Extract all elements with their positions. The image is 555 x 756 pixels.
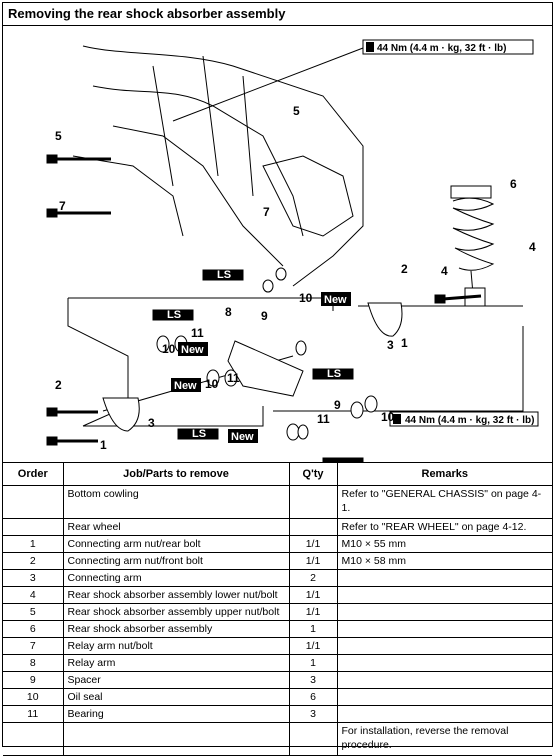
table-row: 5 Rear shock absorber assembly upper nut… xyxy=(3,603,552,621)
ls-symbol: LS xyxy=(217,269,231,281)
callout-10-right: 10 xyxy=(381,410,395,424)
callout-4-right: 4 xyxy=(529,240,536,254)
new-tag: New xyxy=(321,292,351,306)
callout-11-left: 11 xyxy=(191,326,204,340)
parts-table: Order Job/Parts to remove Q'ty Remarks B… xyxy=(3,463,552,756)
table-row: Rear wheel Refer to "REAR WHEEL" on page… xyxy=(3,518,552,536)
callout-4-left: 4 xyxy=(441,264,448,278)
new-tag: New xyxy=(228,429,258,443)
table-row: 2 Connecting arm nut/front bolt 1/1 M10 … xyxy=(3,552,552,570)
svg-text:New: New xyxy=(181,344,204,356)
new-tag: New xyxy=(171,378,201,392)
callout-8: 8 xyxy=(225,305,232,319)
header-qty: Q'ty xyxy=(288,463,338,486)
svg-text:New: New xyxy=(324,294,347,306)
table-row: For installation, reverse the removal pr… xyxy=(3,722,552,756)
callout-9-lower: 9 xyxy=(334,398,341,412)
table-row: 1 Connecting arm nut/rear bolt 1/1 M10 ×… xyxy=(3,535,552,553)
exploded-view-drawing: LS LS LS LS 44 Nm (4.4 m · kg, 32 ft · l… xyxy=(46,39,539,462)
ls-symbol: LS xyxy=(327,368,341,380)
table-row: 8 Relay arm 1 xyxy=(3,654,552,672)
callout-11-right: 11 xyxy=(317,412,330,426)
callout-2-right: 2 xyxy=(401,262,408,276)
table-row: 4 Rear shock absorber assembly lower nut… xyxy=(3,586,552,604)
ls-symbol: LS xyxy=(167,309,181,321)
svg-text:44 Nm (4.4 m · kg, 32 ft · lb): 44 Nm (4.4 m · kg, 32 ft · lb) xyxy=(405,415,534,426)
bolt-2-drawing xyxy=(46,407,98,417)
table-row: 10 Oil seal 6 xyxy=(3,688,552,706)
callout-1-right: 1 xyxy=(401,336,408,350)
header-remarks: Remarks xyxy=(336,463,552,486)
callout-10-upper: 10 xyxy=(299,291,313,305)
exploded-diagram: LS LS LS LS 44 Nm (4.4 m · kg, 32 ft · l… xyxy=(3,26,552,463)
callout-1-left: 1 xyxy=(100,438,107,452)
svg-text:New: New xyxy=(174,380,197,392)
header-job: Job/Parts to remove xyxy=(62,463,290,486)
ls-symbol: LS xyxy=(192,428,206,440)
header-order: Order xyxy=(3,463,64,486)
table-row: Bottom cowling Refer to "GENERAL CHASSIS… xyxy=(3,485,552,519)
callout-7-left: 7 xyxy=(59,199,66,213)
shock-absorber-drawing xyxy=(450,185,495,307)
bolt-5-drawing xyxy=(46,154,111,164)
callout-10-left: 10 xyxy=(162,342,176,356)
callout-5-upper: 5 xyxy=(293,104,300,118)
bolt-4-drawing xyxy=(434,294,482,304)
table-row: 9 Spacer 3 xyxy=(3,671,552,689)
callout-3-right: 3 xyxy=(387,338,394,352)
table-row: 7 Relay arm nut/bolt 1/1 xyxy=(3,637,552,655)
table-header-row: Order Job/Parts to remove Q'ty Remarks xyxy=(3,463,552,486)
callout-7-center: 7 xyxy=(263,205,270,219)
svg-text:New: New xyxy=(231,431,254,443)
svg-text:44 Nm (4.4 m · kg, 32 ft · lb): 44 Nm (4.4 m · kg, 32 ft · lb) xyxy=(377,43,506,54)
bolt-1-drawing xyxy=(46,436,98,446)
callout-5-left: 5 xyxy=(55,129,62,143)
page-title: Removing the rear shock absorber assembl… xyxy=(3,3,552,26)
table-row: 6 Rear shock absorber assembly 1 xyxy=(3,620,552,638)
torque-spec-upper: 44 Nm (4.4 m · kg, 32 ft · lb) xyxy=(172,39,534,122)
callout-11-center: 11 xyxy=(227,371,240,385)
callout-10-center: 10 xyxy=(205,377,219,391)
callout-3-left: 3 xyxy=(148,416,155,430)
table-row: 3 Connecting arm 2 xyxy=(3,569,552,587)
callout-6: 6 xyxy=(510,177,517,191)
callout-9-upper: 9 xyxy=(261,309,268,323)
bolt-7-drawing xyxy=(46,208,111,218)
callout-2-left: 2 xyxy=(55,378,62,392)
new-tag: New xyxy=(178,342,208,356)
table-row: 11 Bearing 3 xyxy=(3,705,552,723)
torque-spec-lower: 44 Nm (4.4 m · kg, 32 ft · lb) xyxy=(389,411,539,427)
